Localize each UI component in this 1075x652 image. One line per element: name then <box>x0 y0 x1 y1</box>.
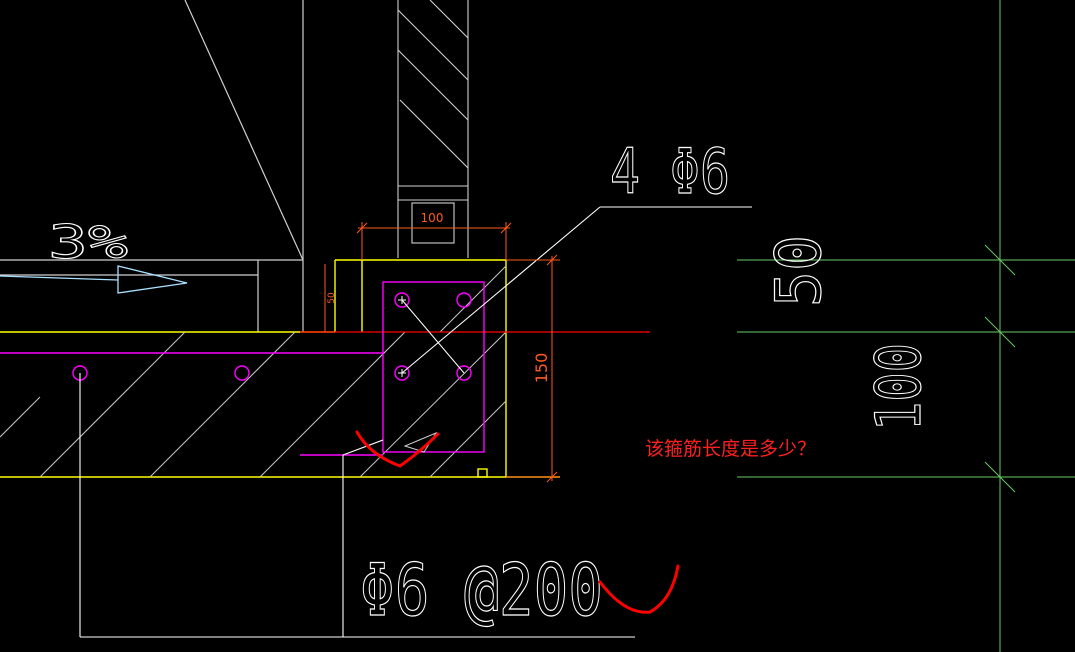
slope-arrow <box>0 265 188 294</box>
rebar-magenta <box>0 281 485 456</box>
slab-outline <box>0 259 560 478</box>
right-dim-upper-label: 50 <box>762 235 835 307</box>
top-bar-label: 4 Φ6 <box>610 135 730 208</box>
stirrup-label: Φ6 @200 <box>360 548 603 632</box>
green-grid <box>737 0 1075 652</box>
red-check-mark-1 <box>355 430 440 468</box>
slab-hatching <box>0 265 507 478</box>
slope-label: 3% <box>48 215 128 269</box>
upper-structure <box>0 0 304 332</box>
dim-top-small-label: 50 <box>327 292 337 304</box>
question-text: 该箍筋长度是多少？ <box>645 438 816 460</box>
dim-height-label: 150 <box>532 353 551 384</box>
dimension-lines <box>324 222 560 483</box>
column-hatch <box>397 0 469 258</box>
stirrup-leader <box>79 373 635 638</box>
red-check-mark-2 <box>598 564 680 614</box>
dim-width-label: 100 <box>421 211 444 225</box>
top-bar-leader <box>401 206 752 374</box>
right-dim-lower-label: 100 <box>862 343 935 431</box>
